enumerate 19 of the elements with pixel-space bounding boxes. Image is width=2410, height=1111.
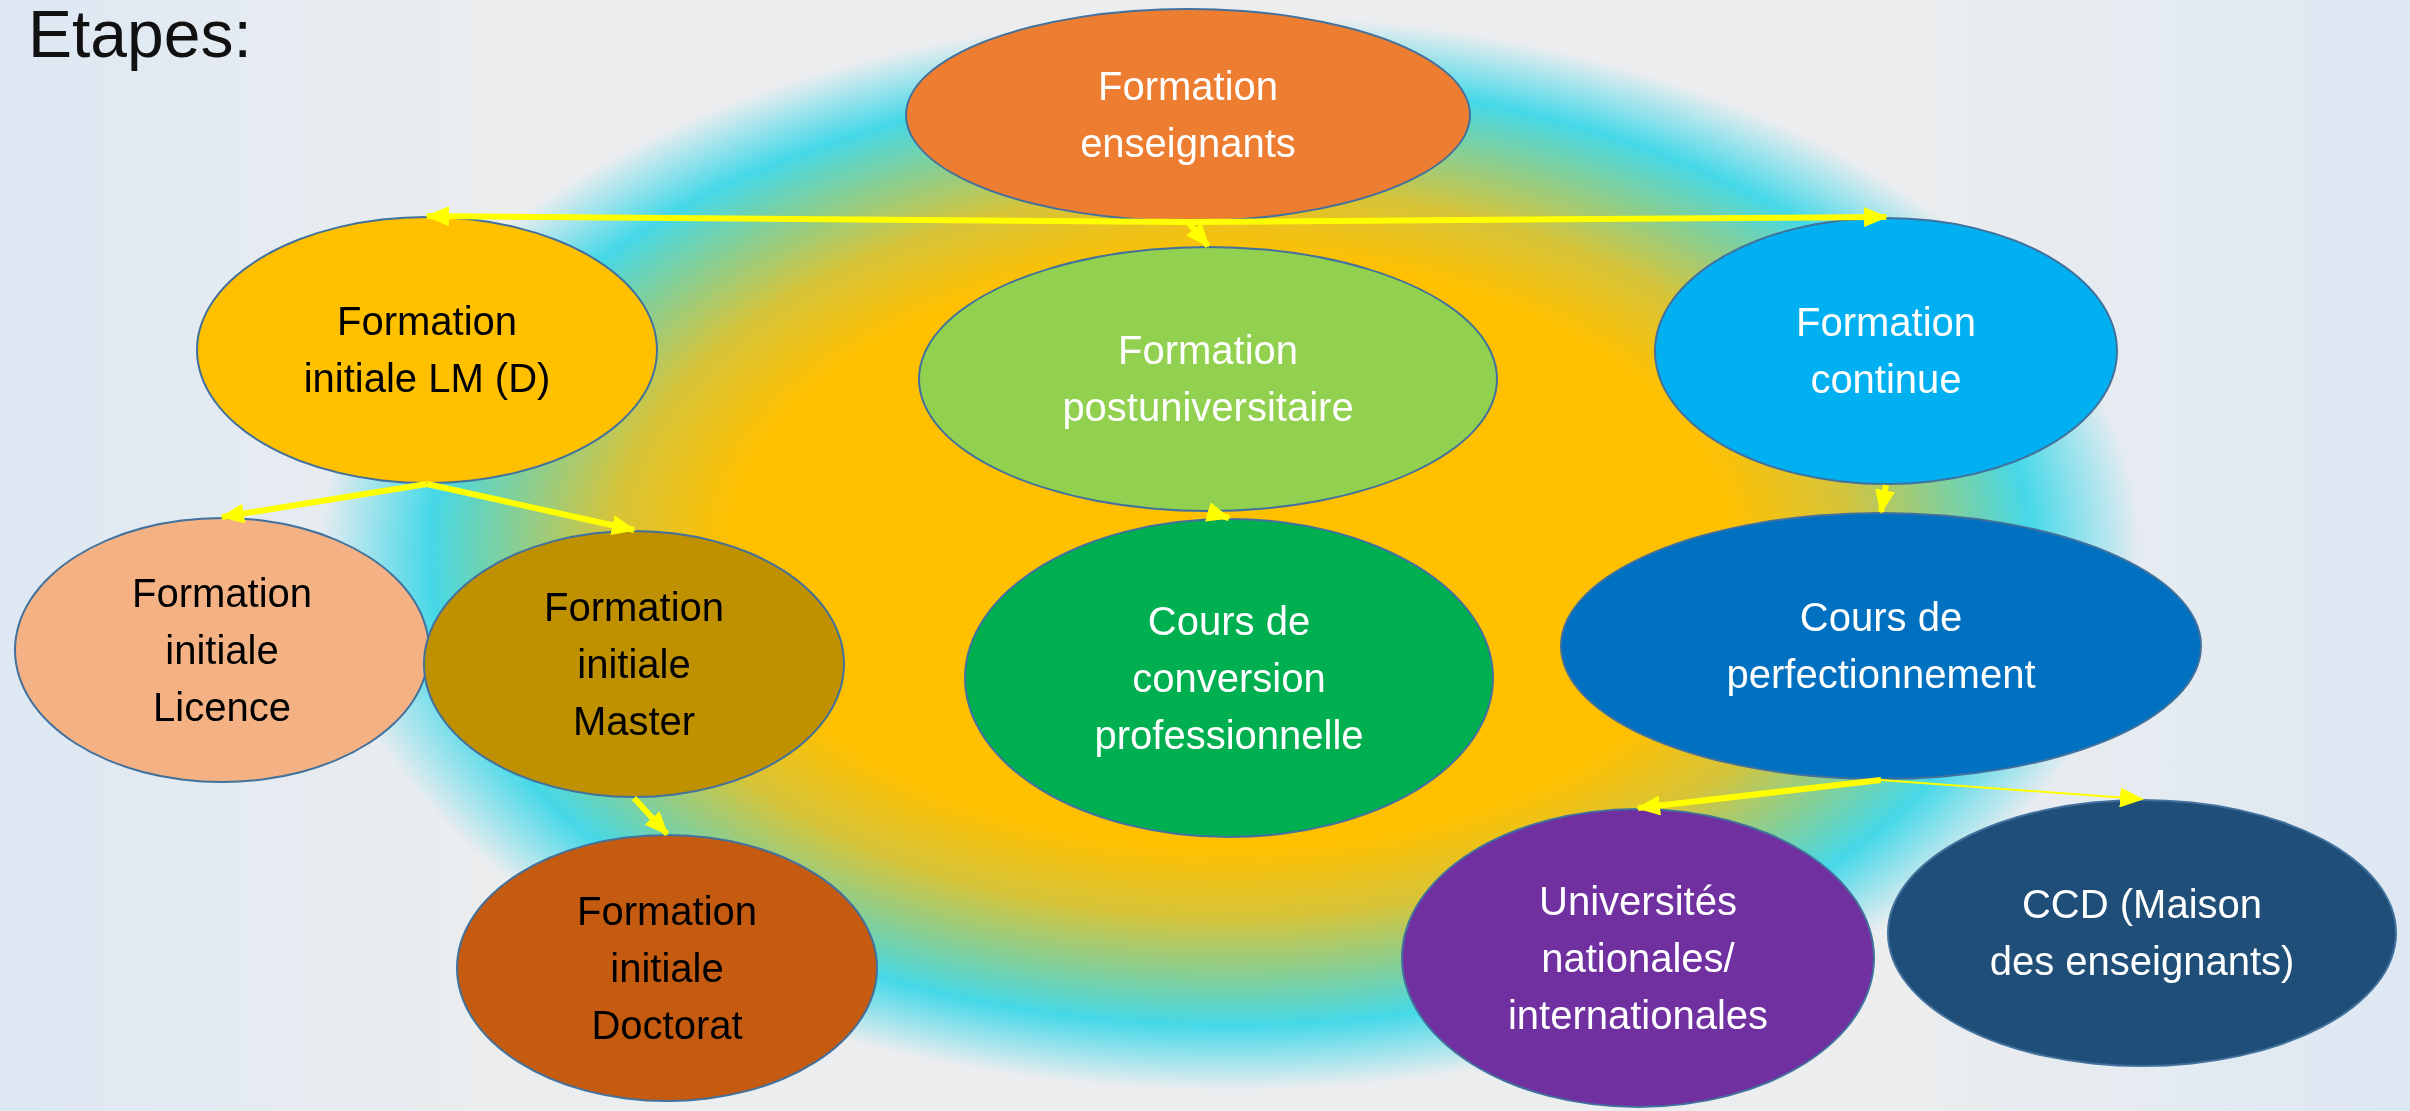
node-label: Universités nationales/ internationales <box>1506 877 1770 1039</box>
node-label: Formation initiale Master <box>542 583 726 745</box>
node-label: Formation initiale Licence <box>130 569 314 731</box>
node-label: Formation postuniversitaire <box>1061 327 1355 431</box>
arrow <box>631 795 670 837</box>
node-label: Formation continue <box>1794 299 1978 403</box>
arrow <box>220 481 428 524</box>
arrow <box>1875 484 1895 514</box>
node-label: Cours de conversion professionnelle <box>1093 597 1365 759</box>
node-label: CCD (Maison des enseignants) <box>1988 881 2296 985</box>
node-label: Cours de perfectionnement <box>1725 594 2037 698</box>
node-label: Formation enseignants <box>1079 63 1297 167</box>
node-label: Formation initiale Doctorat <box>575 887 759 1049</box>
arrow <box>425 206 1189 227</box>
arrow <box>426 481 636 535</box>
page-title: Etapes: <box>28 0 252 72</box>
node-label: Formation initiale LM (D) <box>302 298 552 402</box>
arrow <box>1880 779 2144 808</box>
arrow <box>1636 777 1882 816</box>
